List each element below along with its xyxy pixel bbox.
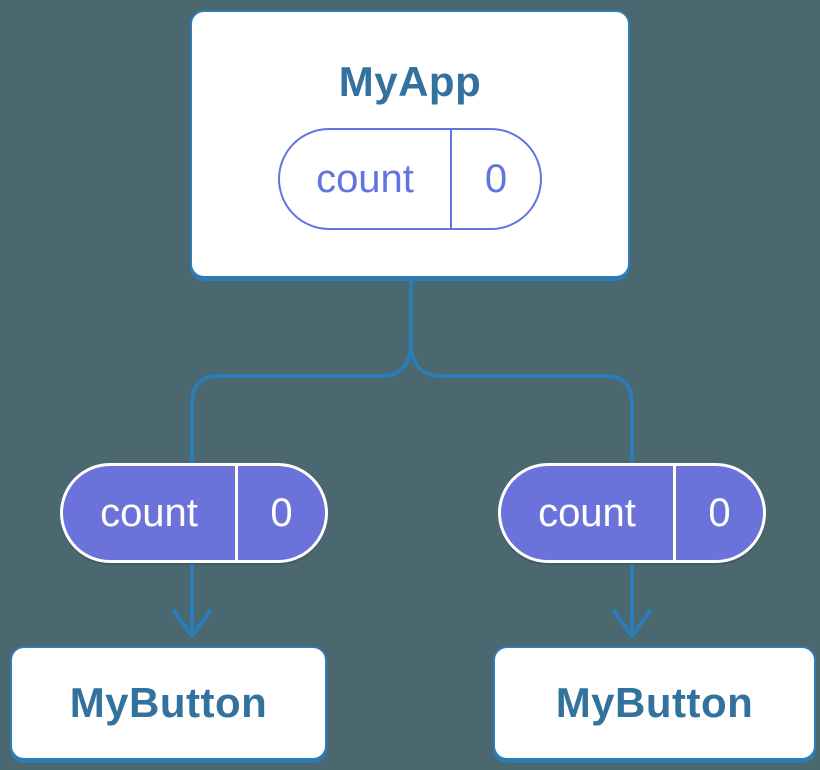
component-box-mybutton-left: MyButton <box>10 646 327 760</box>
state-pill-left-child: count 0 <box>60 463 328 563</box>
state-value: 0 <box>235 466 325 560</box>
state-pill-right-child: count 0 <box>498 463 766 563</box>
component-title-root: MyApp <box>338 58 482 105</box>
arrow-right-head-icon <box>611 608 653 639</box>
component-title-mybutton-right: MyButton <box>555 679 754 726</box>
state-pill-root: count 0 <box>278 128 542 230</box>
arrow-left-head-icon <box>171 608 213 639</box>
state-name-label: count <box>316 156 414 201</box>
state-name-label: count <box>100 490 198 535</box>
state-value: 0 <box>450 130 540 228</box>
component-box-root: MyApp count 0 <box>190 10 630 278</box>
state-value: 0 <box>673 466 763 560</box>
state-name-label: count <box>538 490 636 535</box>
tree-branch-right <box>409 342 634 465</box>
tree-branch-left <box>190 342 413 465</box>
component-title-mybutton-left: MyButton <box>69 679 268 726</box>
component-box-mybutton-right: MyButton <box>493 646 816 760</box>
